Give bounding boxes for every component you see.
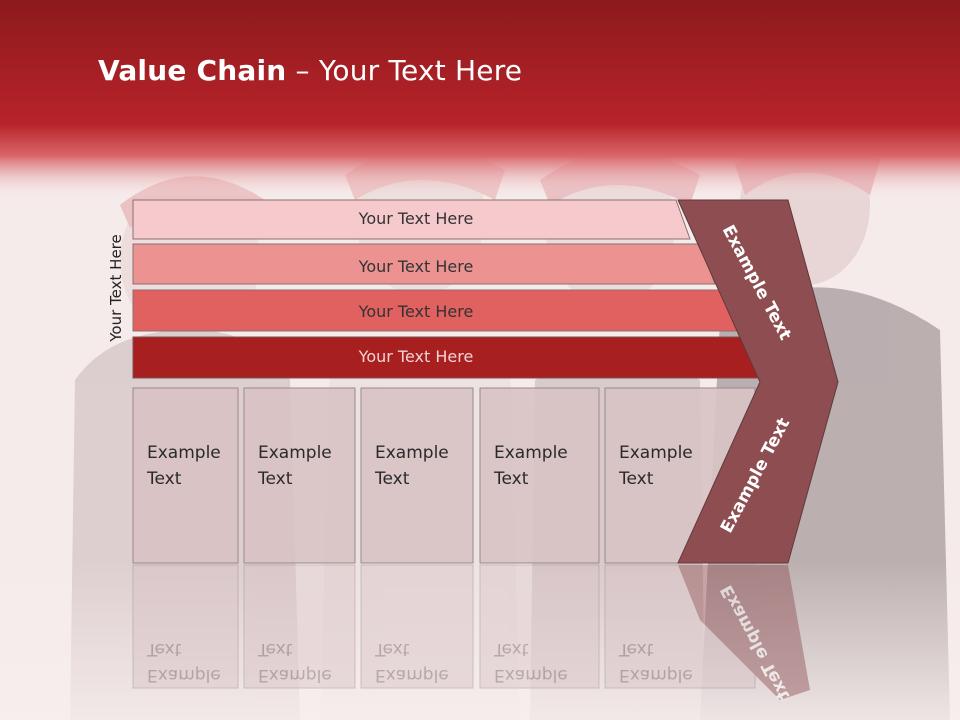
box-reflection: Example Text <box>243 564 356 689</box>
box-text-line: Example <box>147 443 221 463</box>
band-label: Your Text Here <box>358 209 474 228</box>
box-reflection: Example Text <box>132 564 239 689</box>
box-text-line: Example <box>258 443 332 463</box>
band-2: Your Text Here <box>132 243 716 285</box>
box-reflection-text: Text <box>146 639 182 659</box>
box-text-line: Text <box>146 469 182 489</box>
box-reflection-text: Text <box>493 639 529 659</box>
box-reflection-text: Example <box>147 665 221 685</box>
box-text-line: Text <box>618 469 654 489</box>
box-text-line: Text <box>493 469 529 489</box>
box-text-line: Text <box>374 469 410 489</box>
band-label: Your Text Here <box>358 257 474 276</box>
band-1: Your Text Here <box>132 199 691 240</box>
reflection: ExampleTextExampleTextExampleTextExample… <box>132 564 810 703</box>
box-reflection: Example Text <box>360 564 474 689</box>
chevron-reflection <box>678 565 810 700</box>
box-rect <box>132 387 239 564</box>
box-reflection-text: Example <box>494 665 568 685</box>
box-reflection-rect <box>604 564 756 689</box>
title-bold: Value Chain <box>98 54 287 87</box>
band-label: Your Text Here <box>358 302 474 321</box>
title-rest: – Your Text Here <box>286 54 523 87</box>
box-reflection: Example Text <box>479 564 600 689</box>
band-label: Your Text Here <box>358 347 474 366</box>
box-reflection-text: Example <box>258 665 332 685</box>
slide-title: Value Chain – Your Text Here <box>98 54 522 87</box>
box-rect <box>243 387 356 564</box>
box-reflection-text: Text <box>374 639 410 659</box>
box-text-line: Text <box>257 469 293 489</box>
box-reflection-text: Text <box>618 639 654 659</box>
box-reflection-rect <box>243 564 356 689</box>
box-text-line: Example <box>619 443 693 463</box>
box-reflection-text: Example <box>375 665 449 685</box>
box-rect <box>479 387 600 564</box>
band-3: Your Text Here <box>132 289 740 332</box>
box-reflection: Example Text <box>604 564 756 689</box>
box-reflection-rect <box>479 564 600 689</box>
box-text-line: Example <box>494 443 568 463</box>
box-rect <box>360 387 474 564</box>
band-4: Your Text Here <box>132 336 763 379</box>
box-text-line: Example <box>375 443 449 463</box>
box-reflection-text: Example <box>619 665 693 685</box>
box-reflection-text: Text <box>257 639 293 659</box>
box-reflection-rect <box>132 564 239 689</box>
box-reflection-rect <box>360 564 474 689</box>
